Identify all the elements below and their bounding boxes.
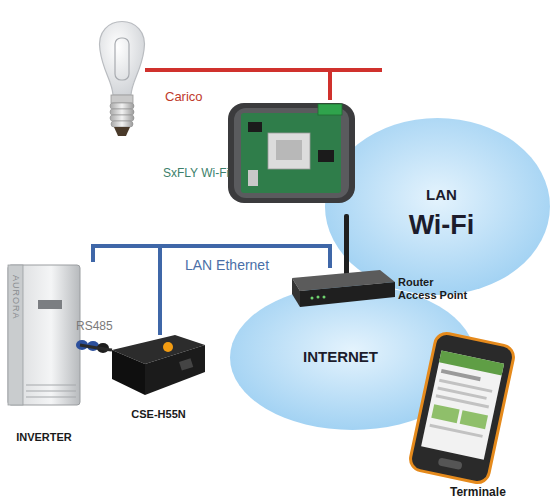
terminal-block — [318, 104, 342, 115]
node-label: INVERTER — [8, 431, 80, 444]
inverter-strip — [8, 265, 23, 405]
component — [248, 170, 258, 186]
device-housing — [228, 103, 355, 203]
inverter-box: AURORAINVERTER — [8, 265, 80, 405]
chip — [318, 150, 334, 162]
router-led — [323, 296, 326, 299]
phone-button — [438, 457, 463, 470]
node-label: Wi-Fi — [329, 210, 550, 241]
sxfly-device — [228, 103, 355, 203]
bulb-collar — [111, 95, 133, 103]
cse-h55n-box: CSE-H55N — [112, 335, 205, 395]
load-bulb: Carico — [95, 0, 145, 140]
load-wire — [330, 68, 382, 72]
light-bulb — [100, 22, 145, 137]
node-label: Terminale — [450, 486, 506, 500]
wifi-module — [268, 133, 310, 169]
bulb-thread — [110, 115, 134, 121]
inverter-fin — [26, 391, 76, 392]
sxfly-box: SxFLY Wi-Fi — [228, 100, 355, 205]
router-antenna — [344, 214, 349, 276]
box-logo — [163, 342, 173, 352]
inverter-fin — [26, 397, 76, 398]
ethernet-wire — [93, 244, 160, 248]
node-label: AURORA — [11, 275, 21, 320]
bulb-thread — [111, 121, 133, 127]
bulb-tip — [114, 127, 130, 136]
router-led — [311, 297, 314, 300]
inverter-unit — [8, 265, 80, 405]
chip — [248, 122, 262, 132]
device-frame — [234, 108, 349, 198]
ethernet-port — [179, 358, 193, 370]
router-led — [317, 296, 320, 299]
box-front — [112, 350, 145, 395]
screen-tile — [460, 410, 488, 429]
screen-line — [429, 424, 482, 438]
node-label: LAN — [329, 186, 550, 203]
ethernet-wire — [91, 244, 95, 262]
node-label: CSE-H55N — [112, 408, 205, 421]
module-chip — [276, 140, 302, 160]
circuit-board — [241, 113, 341, 193]
screen-tile — [431, 404, 459, 423]
terminal-box: Terminale — [415, 335, 510, 480]
node-label: SxFLY Wi-Fi — [163, 167, 229, 181]
cse-h55n-box — [112, 335, 205, 395]
screen-line — [441, 369, 481, 381]
cloud-outline — [325, 118, 550, 295]
bulb-thread — [110, 109, 134, 115]
node-label: INTERNET — [218, 348, 463, 365]
inverter-fin — [26, 385, 76, 386]
bulb-capsule — [115, 38, 129, 80]
bulb-glass — [100, 22, 145, 96]
edge-label: LAN Ethernet — [185, 257, 269, 273]
edge-label: RS485 — [76, 320, 113, 334]
wifi-cloud: LAN Wi-Fi — [325, 118, 550, 295]
rs485-cable — [80, 345, 112, 350]
bulb-thread — [110, 103, 134, 109]
inverter-display — [38, 300, 62, 309]
phone-screen — [421, 350, 504, 459]
box-side — [145, 345, 205, 395]
router-box: Router Access Point — [290, 268, 395, 308]
node-label: Router Access Point — [398, 276, 473, 301]
inverter-body — [8, 265, 80, 405]
node-label: Carico — [165, 90, 203, 105]
cloud-shape — [325, 118, 550, 295]
